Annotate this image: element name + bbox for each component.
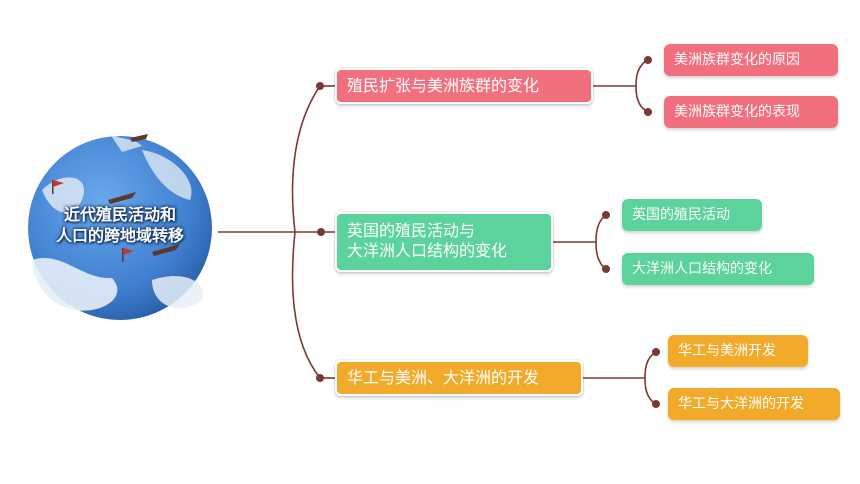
branch-2-title-line2: 大洋洲人口结构的变化 xyxy=(347,241,508,260)
branch-2-child-2[interactable]: 大洋洲人口结构的变化 xyxy=(622,253,814,285)
branch-1-child-1-label: 美洲族群变化的原因 xyxy=(674,52,800,68)
central-topic-line2: 人口的跨地域转移 xyxy=(55,226,184,245)
branch-2-child-1-label: 英国的殖民活动 xyxy=(632,207,730,223)
dot-branch-1 xyxy=(316,82,324,90)
ship-icon xyxy=(108,134,180,256)
link-b1-curve xyxy=(635,59,649,113)
branch-1-node[interactable]: 殖民扩张与美洲族群的变化 xyxy=(334,67,594,105)
branch-2-child-1[interactable]: 英国的殖民活动 xyxy=(622,199,762,231)
branch-1-child-2[interactable]: 美洲族群变化的表现 xyxy=(664,96,838,128)
branch-3-node[interactable]: 华工与美洲、大洋洲的开发 xyxy=(334,359,584,397)
branch-2-title-line1: 英国的殖民活动与 xyxy=(347,221,476,240)
flag-icon xyxy=(52,180,134,262)
dot-b3-c2 xyxy=(652,400,660,408)
dot-b1-c2 xyxy=(644,108,652,116)
dot-branch-3 xyxy=(316,374,324,382)
globe-illustration xyxy=(28,134,212,320)
central-topic-line1: 近代殖民活动和 xyxy=(63,205,176,224)
dot-branch-2 xyxy=(317,228,325,236)
dot-b3-c1 xyxy=(652,348,660,356)
dot-b2-c1 xyxy=(602,211,610,219)
dot-b1-c1 xyxy=(644,56,652,64)
link-b3-curve xyxy=(644,351,657,405)
branch-1-child-2-label: 美洲族群变化的表现 xyxy=(674,104,800,120)
link-b2-curve xyxy=(595,214,607,270)
branch-3-child-2[interactable]: 华工与大洋洲的开发 xyxy=(668,388,840,420)
branch-3-child-1-label: 华工与美洲开发 xyxy=(678,343,776,359)
central-topic: 近代殖民活动和 人口的跨地域转移 xyxy=(40,204,200,246)
branch-1-title: 殖民扩张与美洲族群的变化 xyxy=(347,76,540,95)
branch-2-node[interactable]: 英国的殖民活动与 大洋洲人口结构的变化 xyxy=(334,211,554,273)
dot-b2-c2 xyxy=(602,265,610,273)
branch-3-child-1[interactable]: 华工与美洲开发 xyxy=(668,335,808,367)
branch-3-child-2-label: 华工与大洋洲的开发 xyxy=(678,396,804,412)
branch-3-title: 华工与美洲、大洋洲的开发 xyxy=(347,368,540,387)
branch-1-child-1[interactable]: 美洲族群变化的原因 xyxy=(664,44,838,76)
branch-2-child-2-label: 大洋洲人口结构的变化 xyxy=(632,261,772,277)
